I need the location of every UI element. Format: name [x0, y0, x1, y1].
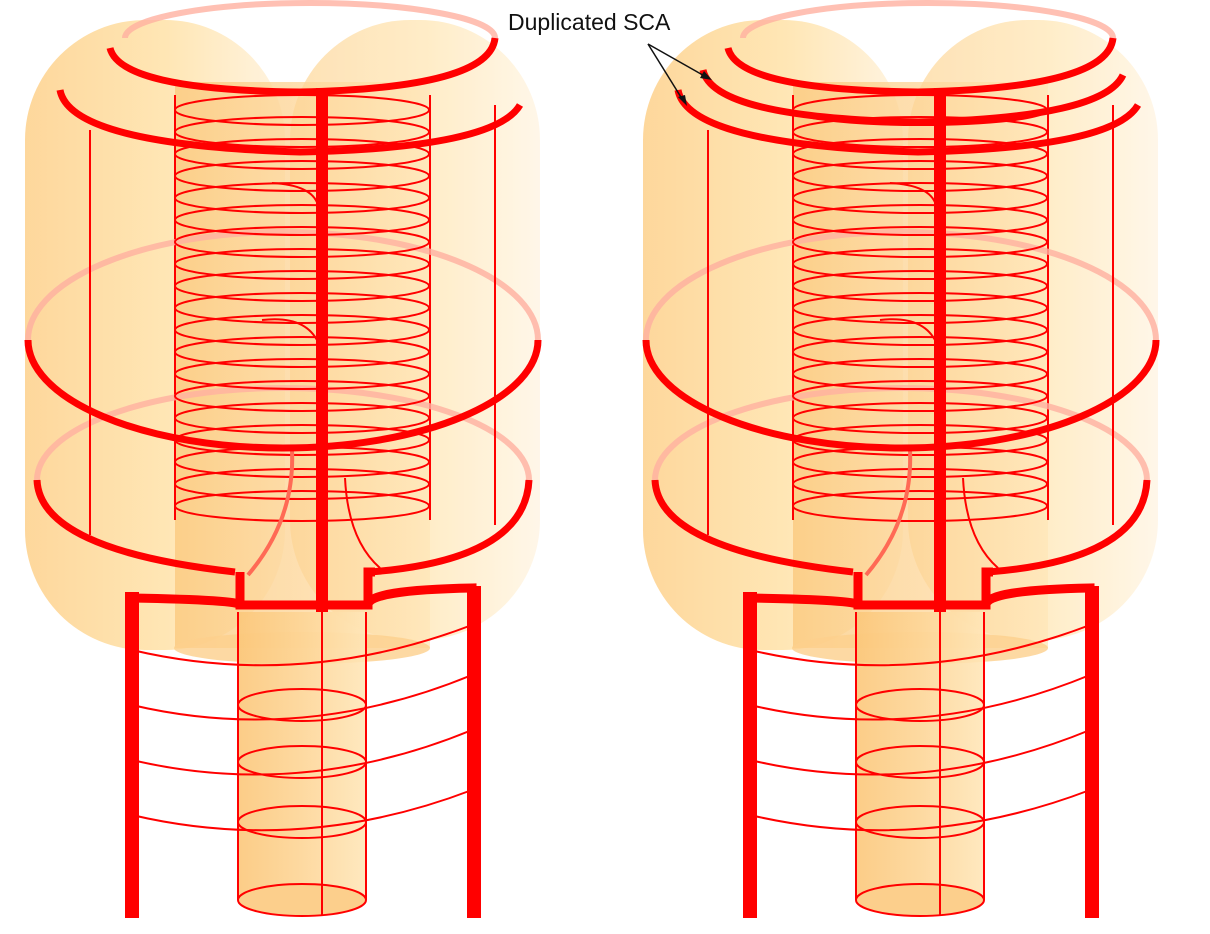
right-panel	[643, 3, 1158, 918]
annotation-arrowhead-2	[678, 95, 687, 106]
annotation-group: Duplicated SCA	[508, 9, 712, 106]
annotation-label: Duplicated SCA	[508, 9, 671, 35]
annotation-pointer-2	[647, 43, 685, 103]
left-panel	[25, 3, 540, 918]
duplicated-sca-arc	[699, 68, 1127, 126]
annotation-arrowhead-1	[700, 71, 712, 80]
annotation-pointer-1	[647, 43, 709, 79]
